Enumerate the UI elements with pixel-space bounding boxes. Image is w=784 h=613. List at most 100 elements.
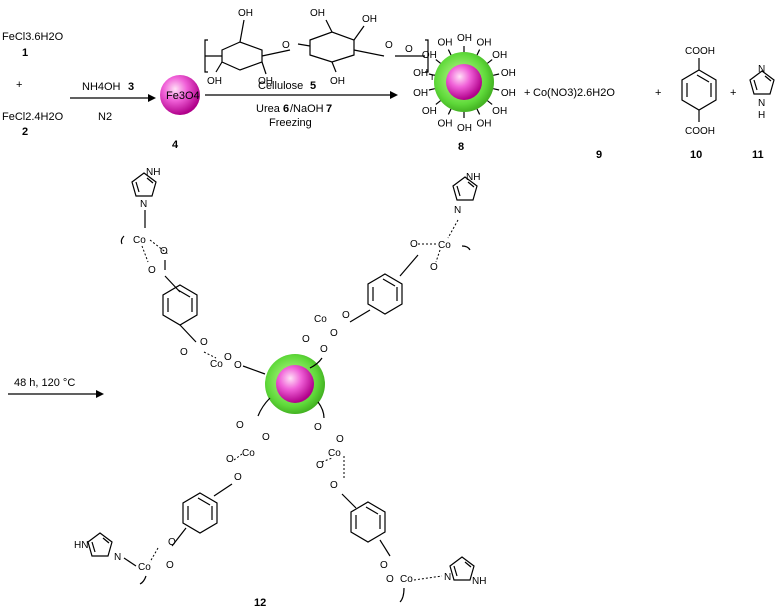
step1-atmosphere: N2 [98, 111, 112, 123]
cellulose-oh-4: OH [310, 8, 325, 19]
oh-group: OH [501, 88, 516, 99]
oh-bond [447, 49, 452, 56]
cobalt-center: Co [210, 359, 223, 370]
imidazole-nh: NH [472, 576, 486, 587]
carboxylate-o: O [430, 262, 438, 273]
oh-bond [447, 108, 452, 115]
fe3o4-label: Fe3O4 [166, 90, 200, 102]
compound-number-2: 2 [22, 126, 28, 138]
plus-sign: + [524, 87, 530, 99]
carboxylate-o: O [160, 246, 168, 257]
imidazole-h: H [758, 110, 765, 121]
imidazole-structure: N N H [749, 64, 775, 121]
imidazole-n: N [454, 205, 461, 216]
oh-bond [435, 100, 441, 105]
compound-number-11: 11 [752, 149, 764, 161]
cobalt-nitrate-label: Co(NO3)2.6H2O [533, 87, 615, 99]
cellulose-structure: n O O O OH OH OH OH OH OH [204, 8, 437, 87]
compound-number-9: 9 [596, 149, 602, 161]
oh-bond [476, 49, 481, 56]
carboxylate-o: O [342, 310, 350, 321]
carboxylate-o: O [180, 347, 188, 358]
repeat-unit-n: n [431, 72, 437, 83]
compound-number-4: 4 [172, 139, 179, 151]
imidazole-hn: HN [74, 540, 88, 551]
chain-o: O [405, 44, 413, 55]
oh-group: OH [437, 119, 452, 130]
terephthalic-acid-structure: COOH COOH [681, 46, 717, 137]
oh-group: OH [422, 50, 437, 61]
imidazole-nh: NH [146, 167, 160, 178]
compound-number-5: 5 [310, 80, 316, 92]
step1-reagent: NH4OH [82, 81, 121, 93]
carboxylate-o: O [380, 560, 388, 571]
oh-group: OH [477, 119, 492, 130]
co-o: O [336, 434, 344, 445]
co-o: O [236, 420, 244, 431]
imidazole-n: N [444, 572, 451, 583]
compound-number-3: 3 [128, 81, 134, 93]
step2-freezing: Freezing [269, 117, 312, 129]
cobalt-center: Co [242, 448, 255, 459]
compound-number-6: 6 [283, 103, 289, 115]
oh-bond [487, 59, 493, 64]
imidazole-n: N [758, 64, 765, 75]
compound-number-12: 12 [254, 597, 266, 609]
step2-urea: Urea [256, 103, 281, 115]
carboxylate-o: O [226, 454, 234, 465]
oh-group: OH [413, 88, 428, 99]
oh-bond [493, 88, 500, 91]
oh-group: OH [492, 106, 507, 117]
carboxylate-o: O [168, 537, 176, 548]
carboxylate-o: O [166, 560, 174, 571]
oh-bond [493, 73, 500, 76]
imidazole-n: N [114, 552, 121, 563]
carboxylate-o: O [330, 480, 338, 491]
co-o: O [320, 344, 328, 355]
imidazole-n: N [140, 199, 147, 210]
cooh-bottom: COOH [685, 126, 715, 137]
oh-group: OH [422, 106, 437, 117]
oh-bond [435, 59, 441, 64]
arm-top-right: N NH Co O O O O Co O O [302, 172, 480, 369]
ring-o: O [385, 40, 393, 51]
step2-reagent: Cellulose [258, 80, 303, 92]
glycosidic-o: O [282, 40, 290, 51]
oh-bond [428, 73, 435, 76]
cellulose-oh-5: OH [362, 14, 377, 25]
cobalt-center: Co [138, 562, 151, 573]
step2-naoh: /NaOH [290, 103, 324, 115]
cobalt-center: Co [438, 240, 451, 251]
oh-bond [428, 88, 435, 91]
cooh-top: COOH [685, 46, 715, 57]
compound-number-1: 1 [22, 47, 28, 59]
compound-number-7: 7 [326, 103, 332, 115]
product-12-core [265, 354, 325, 414]
cellulose-oh-2: OH [258, 76, 273, 87]
arrowhead-3 [96, 390, 104, 398]
plus-sign: + [16, 79, 22, 91]
oh-group: OH [413, 68, 428, 79]
fe3o4-nanoparticle [160, 75, 200, 115]
cellulose-oh-6: OH [330, 76, 345, 87]
carboxylate-o: O [330, 328, 338, 339]
co-o: O [234, 360, 242, 371]
oh-bond [476, 108, 481, 115]
fecl2-label: FeCl2.4H2O [2, 111, 64, 123]
imidazole-nh: N [758, 98, 765, 109]
carboxylate-o: O [200, 337, 208, 348]
arm-bottom-right: O O Co O O O O Co N NH [314, 401, 486, 603]
oh-bond [487, 100, 493, 105]
carboxylate-o: O [316, 460, 324, 471]
cobalt-center: Co [133, 235, 146, 246]
oh-group: OH [501, 68, 516, 79]
oh-group: OH [492, 50, 507, 61]
carboxylate-o: O [234, 472, 242, 483]
carboxylate-o: O [386, 574, 394, 585]
cobalt-center: Co [314, 314, 327, 325]
carboxylate-o: O [410, 239, 418, 250]
arm-top-left: N NH Co O O O O Co O O [120, 167, 266, 375]
co-o: O [302, 334, 310, 345]
